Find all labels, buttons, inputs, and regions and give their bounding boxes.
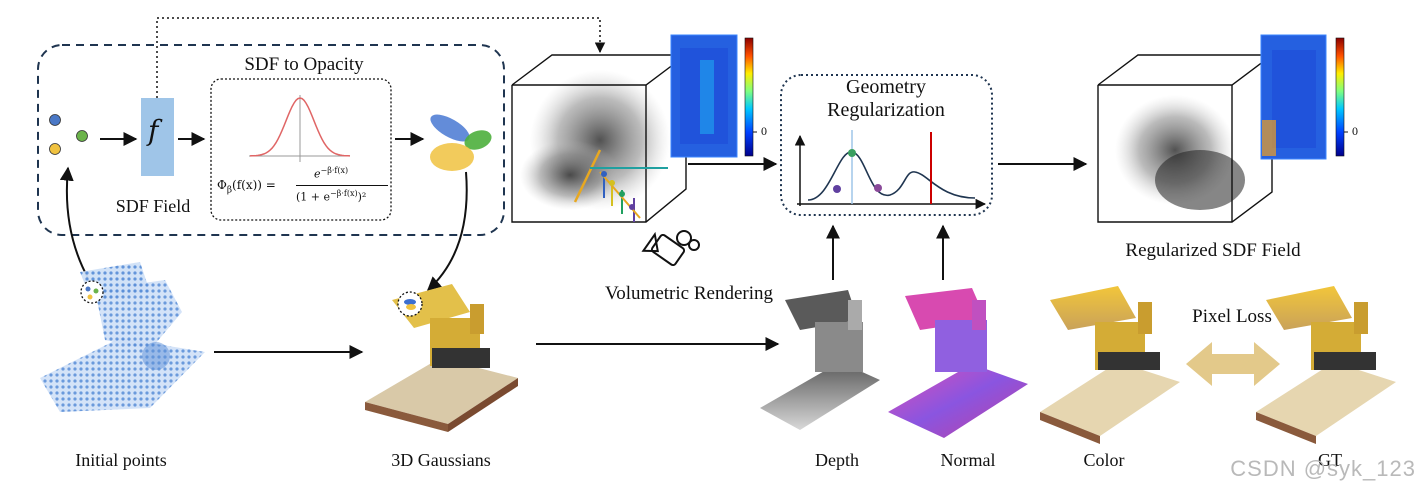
curve-point-green xyxy=(848,149,856,157)
initial-points-label: Initial points xyxy=(75,450,167,470)
sdf-dashed-container xyxy=(37,44,505,236)
sdf-function-box xyxy=(141,98,174,176)
gaussians-image xyxy=(365,284,518,432)
volumetric-rendering-label: Volumetric Rendering xyxy=(605,283,773,304)
point-dot-green xyxy=(76,130,88,142)
gt-image xyxy=(1256,286,1396,444)
formula-box xyxy=(210,78,392,221)
volume-colorbar-tick: 0 xyxy=(761,124,767,138)
depth-label: Depth xyxy=(815,450,859,470)
formula-fraction-bar xyxy=(296,185,388,186)
geometry-regularization-box xyxy=(780,74,993,216)
gt-label: GT xyxy=(1318,450,1342,470)
camera-icon xyxy=(641,230,700,267)
sdf-to-opacity-title: SDF to Opacity xyxy=(244,54,364,75)
regularized-sdf-label: Regularized SDF Field xyxy=(1125,240,1301,261)
gaussian-ellipse-blue xyxy=(430,114,470,142)
point-dot-blue xyxy=(49,114,61,126)
regularized-cube xyxy=(1097,54,1273,223)
gaussians-label: 3D Gaussians xyxy=(391,450,491,470)
arrow-to-3d-gaussians xyxy=(426,171,468,291)
point-dot-yellow xyxy=(49,143,61,155)
function-symbol: f xyxy=(148,114,159,147)
curve-point-purple-1 xyxy=(833,185,841,193)
formula-denominator: (1 + e−β·f(x))² xyxy=(296,189,367,204)
pixel-loss-double-arrow xyxy=(1186,342,1280,386)
color-label: Color xyxy=(1083,450,1125,470)
opacity-formula: Φβ(f(x)) = xyxy=(217,178,276,196)
volume-cube xyxy=(511,54,687,223)
sdf-field-label: SDF Field xyxy=(115,196,191,216)
regularized-colorbar xyxy=(1335,37,1345,157)
arrow-initial-to-points xyxy=(59,166,89,279)
gaussian-ellipse-yellow xyxy=(430,143,474,171)
dotted-feedback-arrow xyxy=(156,17,606,98)
pixel-loss-label: Pixel Loss xyxy=(1192,306,1272,327)
formula-numerator: e−β·f(x) xyxy=(314,166,349,181)
color-image xyxy=(1040,286,1180,444)
regularized-colorbar-tick: 0 xyxy=(1352,124,1358,138)
curve-point-purple-2 xyxy=(874,184,882,192)
initial-points-image xyxy=(40,262,205,412)
geometry-regularization-title: Geometry Regularization xyxy=(827,76,945,121)
depth-image xyxy=(760,290,880,430)
normal-image xyxy=(888,288,1028,438)
gaussian-curve xyxy=(249,97,351,157)
normal-label: Normal xyxy=(940,450,996,470)
volume-colorbar xyxy=(744,37,754,157)
density-curve xyxy=(807,151,976,201)
gaussian-ellipse-green xyxy=(464,130,492,150)
csdn-watermark: CSDN @syk_123 xyxy=(1230,456,1416,481)
